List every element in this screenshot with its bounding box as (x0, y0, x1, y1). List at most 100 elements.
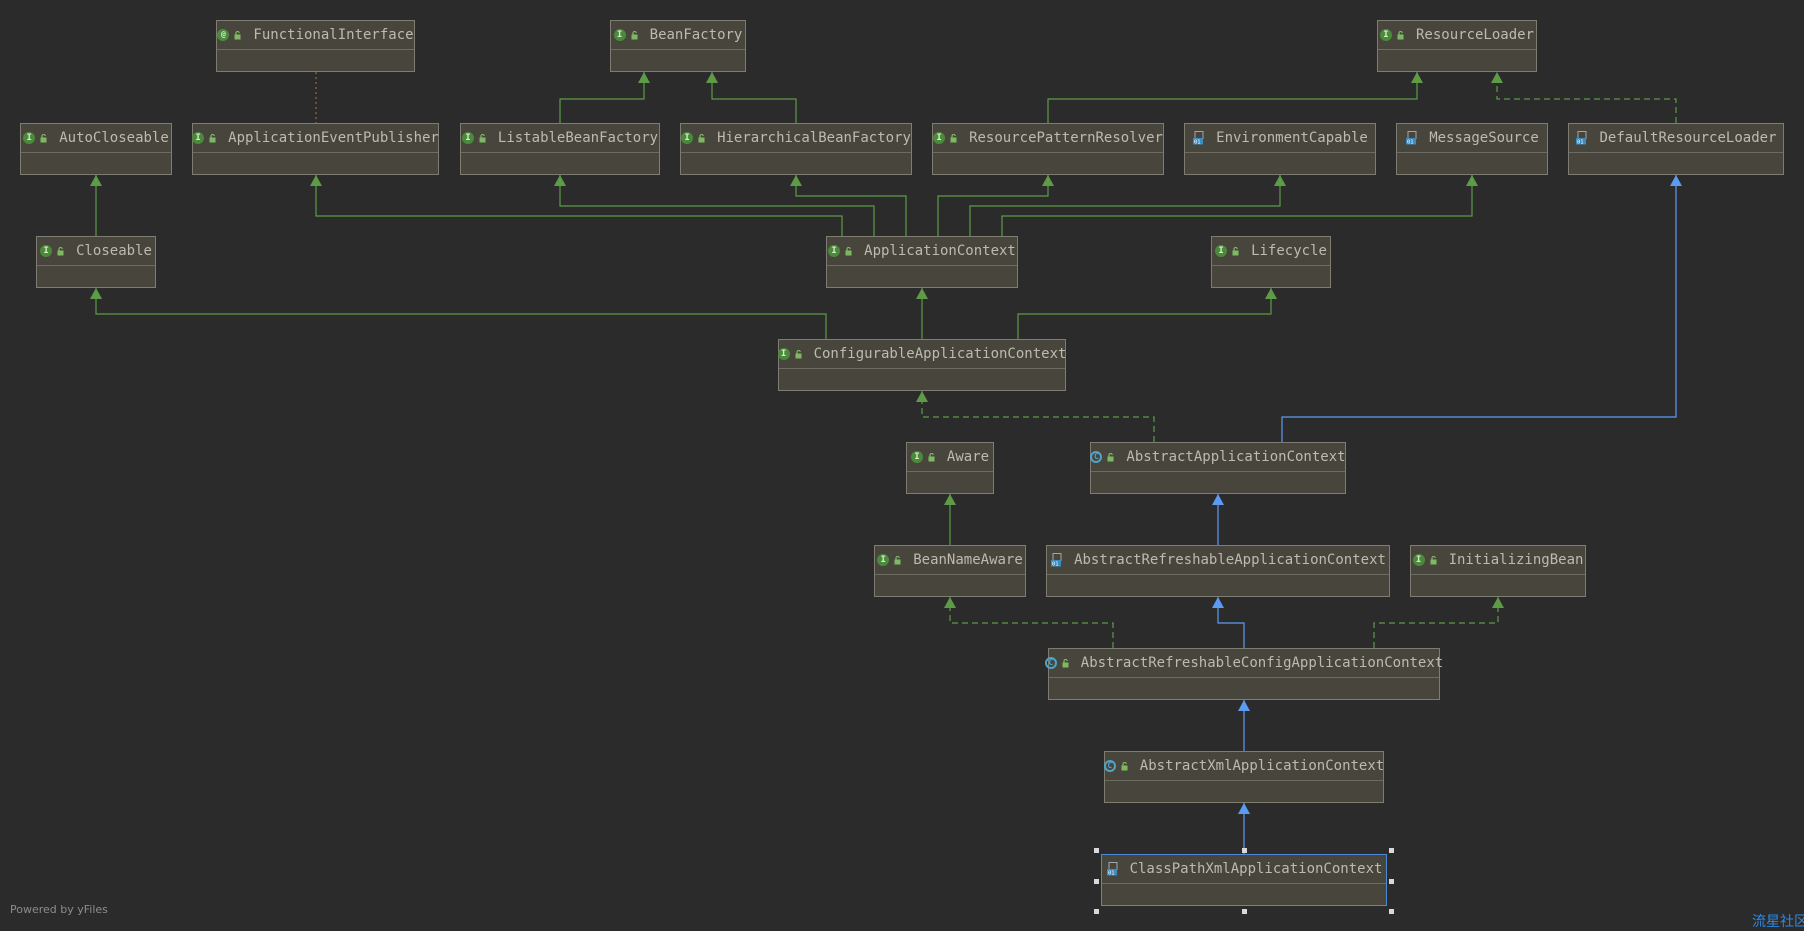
public-lock-icon (1116, 761, 1130, 771)
public-lock-icon (840, 246, 854, 256)
node-members (681, 153, 911, 175)
arrowhead (1411, 72, 1423, 83)
class-file-icon: 01 (1405, 131, 1419, 145)
node-icons: 01 (1106, 862, 1120, 876)
selection-handle[interactable] (1094, 909, 1099, 914)
edge-config-beannameaware (944, 597, 1114, 648)
node-icons: I (461, 132, 488, 144)
node-icons: I (1215, 245, 1241, 257)
node-name: BeanFactory (649, 27, 743, 43)
selection-handle[interactable] (1241, 848, 1247, 853)
node-members (21, 153, 171, 175)
node-members (827, 266, 1017, 288)
arrowhead (1466, 175, 1478, 186)
public-lock-icon (474, 133, 488, 143)
node-members (611, 50, 745, 72)
edge-closeable-autocloseable (90, 175, 102, 236)
class-node-functional-interface[interactable]: @FunctionalInterface (216, 20, 415, 72)
node-icons: I (1412, 554, 1439, 566)
node-members (1569, 153, 1783, 175)
class-node-resource-pattern-resolver[interactable]: I ResourcePatternResolver (932, 123, 1164, 175)
public-lock-icon (790, 349, 804, 359)
node-name: ResourcePatternResolver (969, 130, 1163, 146)
node-name: HierarchicalBeanFactory (717, 130, 911, 146)
selection-handle[interactable] (1094, 848, 1099, 853)
edge-config-refreshable (1212, 597, 1245, 648)
node-members (1091, 472, 1345, 494)
arrowhead (1492, 597, 1504, 608)
edge-classpath-xml (1238, 803, 1250, 854)
node-members (217, 50, 414, 72)
class-node-listable-bean-factory[interactable]: I ListableBeanFactory (460, 123, 660, 175)
watermark: 流星社区 (1752, 914, 1804, 930)
abstract-class-icon: C (1044, 657, 1057, 669)
public-lock-icon (204, 133, 218, 143)
node-name: BeanNameAware (913, 552, 1023, 568)
public-lock-icon (945, 133, 959, 143)
arrowhead (1212, 494, 1224, 505)
public-lock-icon (52, 246, 66, 256)
selection-handle[interactable] (1389, 878, 1394, 884)
public-lock-icon (1425, 555, 1439, 565)
arrowhead (1238, 803, 1250, 814)
edge-appctx-publisher (310, 175, 843, 236)
node-icons: C (1044, 657, 1071, 669)
selection-handle[interactable] (1241, 909, 1247, 914)
arrowhead (1212, 597, 1224, 608)
selection-handle[interactable] (1389, 909, 1394, 914)
interface-icon: I (681, 132, 694, 144)
edge-beannameaware-aware (944, 494, 956, 545)
node-members (1049, 678, 1439, 700)
public-lock-icon (35, 133, 49, 143)
interface-icon: I (933, 132, 946, 144)
node-name: AbstractXmlApplicationContext (1139, 758, 1385, 774)
node-members (907, 472, 993, 494)
node-members (1378, 50, 1536, 72)
node-name: FunctionalInterface (253, 27, 414, 43)
node-icons: I (877, 554, 903, 566)
public-lock-icon (626, 30, 640, 40)
node-name: DefaultResourceLoader (1599, 130, 1777, 146)
selection-handle[interactable] (1389, 848, 1394, 853)
abstract-class-icon: C (1090, 451, 1103, 463)
node-name: ListableBeanFactory (497, 130, 659, 146)
class-file-icon: 01 (1050, 553, 1064, 567)
node-icons: I (40, 245, 66, 257)
selection-handle[interactable] (1094, 878, 1099, 884)
node-icons: I (23, 132, 49, 144)
public-lock-icon (889, 555, 903, 565)
class-node-bean-name-aware[interactable]: I BeanNameAware (874, 545, 1026, 597)
class-node-hierarchical-bean-factory[interactable]: I HierarchicalBeanFactory (680, 123, 912, 175)
edge-hierarchical-beanfactory (706, 72, 797, 123)
interface-icon: I (877, 554, 890, 566)
edge-abstractctx-configurable (916, 391, 1155, 442)
node-header: I ListableBeanFactory (461, 124, 659, 153)
node-members (875, 575, 1025, 597)
